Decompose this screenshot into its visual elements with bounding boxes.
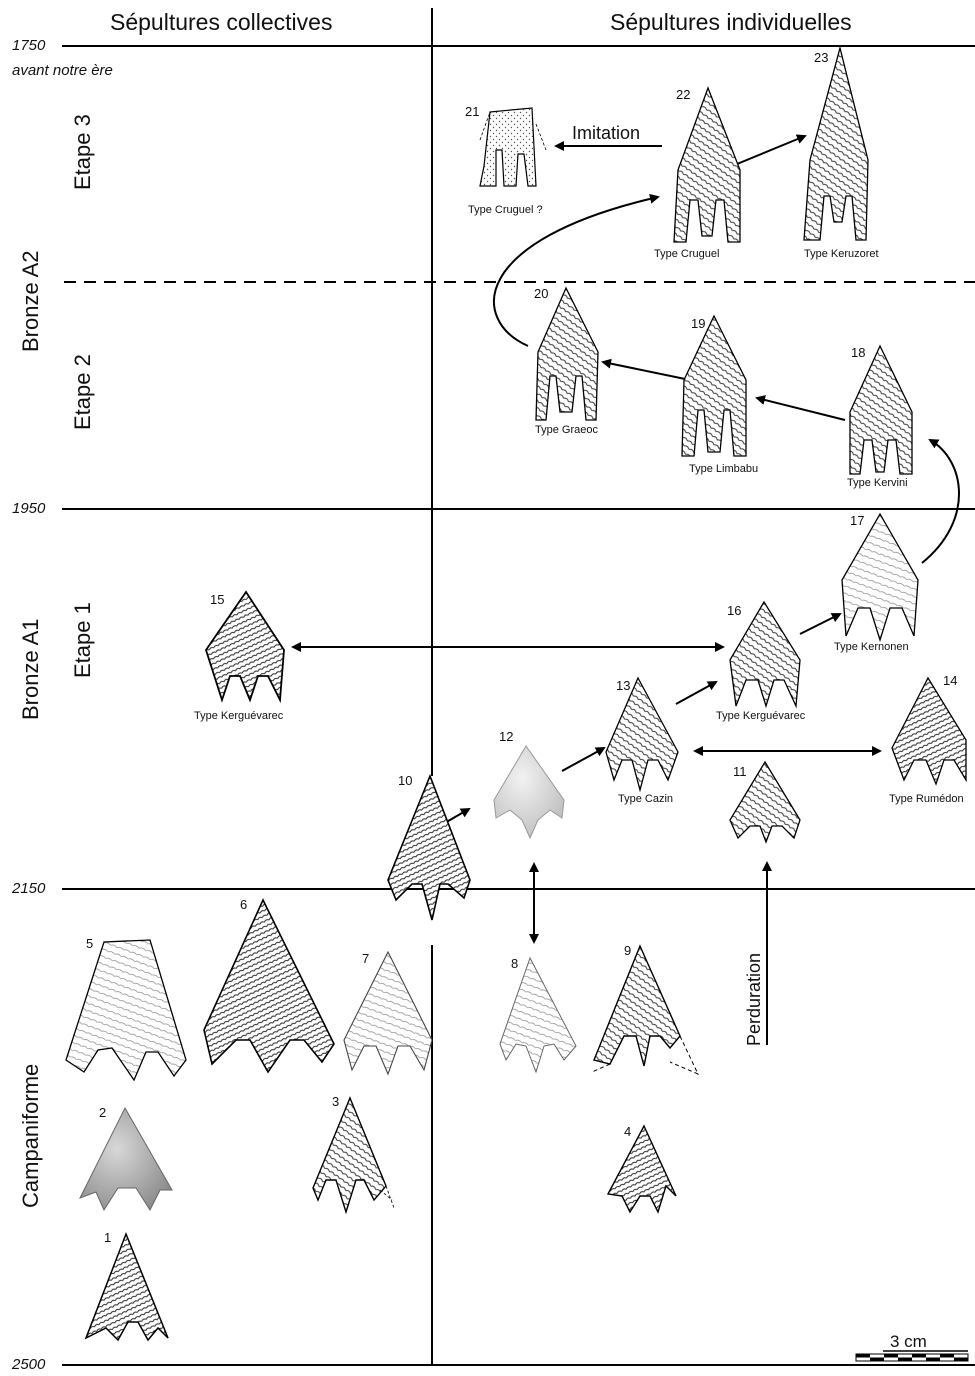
type-label-22: Type Cruguel [654,248,720,260]
arrowhead-14 [891,676,967,786]
arrowhead-8 [499,956,577,1074]
artifact-number-1: 1 [104,1230,112,1245]
artifact-number-9: 9 [624,943,632,958]
arrow-18-to-19 [755,395,846,421]
stage-etape-2: Etape 2 [70,354,95,430]
arrowhead-12 [493,745,565,840]
artifact-number-22: 22 [676,87,691,102]
arrowhead-11 [729,760,801,844]
type-label-23: Type Keruzoret [804,248,879,260]
date-2150: 2150 [12,880,46,897]
date-1750: 1750 [12,37,46,54]
artifact-number-5: 5 [86,936,94,951]
artifact-number-19: 19 [691,316,706,331]
type-label-17: Type Kernonen [834,641,909,653]
type-label-13: Type Cazin [618,793,674,805]
artifact-number-7: 7 [362,951,370,966]
artifact-number-4: 4 [624,1124,632,1139]
label-imitation: Imitation [572,123,641,143]
arrowhead-6 [203,898,335,1074]
type-label-20: Type Graeoc [535,424,598,436]
artifact-number-11: 11 [733,764,747,779]
arrowhead-4 [606,1124,677,1214]
artifact-number-15: 15 [210,592,225,607]
arrowhead-9 [593,944,681,1067]
arrowhead-5 [65,939,187,1082]
arrowhead-13 [605,676,679,793]
stage-etape-1: Etape 1 [70,602,95,678]
arrowhead-19 [681,314,747,457]
arrowhead-22 [673,86,741,243]
type-label-19: Type Limbabu [689,463,759,475]
artifact-number-12: 12 [499,729,514,744]
arrowhead-20 [535,286,599,421]
arrow-20-to-22 [493,193,660,347]
arrow-17-to-18 [921,439,960,564]
type-label-21: Type Cruguel ? [468,204,543,216]
stage-etape-3: Etape 3 [70,114,95,190]
arrow-22-to-23 [736,134,807,165]
arrowhead-2 [78,1106,173,1212]
artifact-number-14: 14 [943,673,958,688]
artifact-number-23: 23 [814,50,829,65]
date-1950: 1950 [12,500,46,517]
arrowhead-21-fragment [479,107,547,187]
label-perduration: Perduration [744,952,764,1046]
arrow-13-to-16 [675,681,718,705]
artifact-number-18: 18 [851,345,866,360]
type-label-16: Type Kerguévarec [716,710,806,722]
arrow-12-to-13 [561,747,606,772]
artifact-number-21: 21 [465,104,480,119]
artifact-number-2: 2 [99,1105,107,1120]
type-label-18: Type Kervini [847,477,908,489]
arrowhead-17 [841,512,919,643]
arrow-19-to-20 [601,358,691,381]
period-bronze-a1: Bronze A1 [18,618,43,720]
arrowhead-10 [387,773,471,921]
date-1750-subtitle: avant notre ère [12,62,113,79]
arrowhead-18 [849,344,913,475]
arrowhead-3 [312,1096,387,1215]
arrowhead-23 [803,45,869,241]
artifact-number-3: 3 [332,1094,340,1109]
artifact-number-20: 20 [534,286,549,301]
type-label-15: Type Kerguévarec [194,710,284,722]
arrowhead-15 [205,590,285,704]
artifact-number-6: 6 [240,897,248,912]
header-individual-burials: Sépultures individuelles [610,9,852,35]
period-bronze-a2: Bronze A2 [18,250,43,352]
scale-bar [855,1350,969,1362]
date-2500: 2500 [12,1356,46,1373]
artifact-number-10: 10 [398,773,413,788]
period-campaniforme: Campaniforme [18,1063,43,1208]
arrowhead-16 [729,600,801,709]
scale-label: 3 cm [890,1332,927,1351]
artifact-number-13: 13 [616,678,631,693]
artifact-number-16: 16 [727,603,742,618]
artifact-number-8: 8 [511,956,519,971]
arrowhead-1 [84,1231,169,1342]
artifact-number-17: 17 [850,513,865,528]
arrowhead-7 [343,950,433,1076]
header-collective-burials: Sépultures collectives [110,9,333,35]
type-label-14: Type Rumédon [889,793,964,805]
arrow-16-to-17 [799,613,842,635]
